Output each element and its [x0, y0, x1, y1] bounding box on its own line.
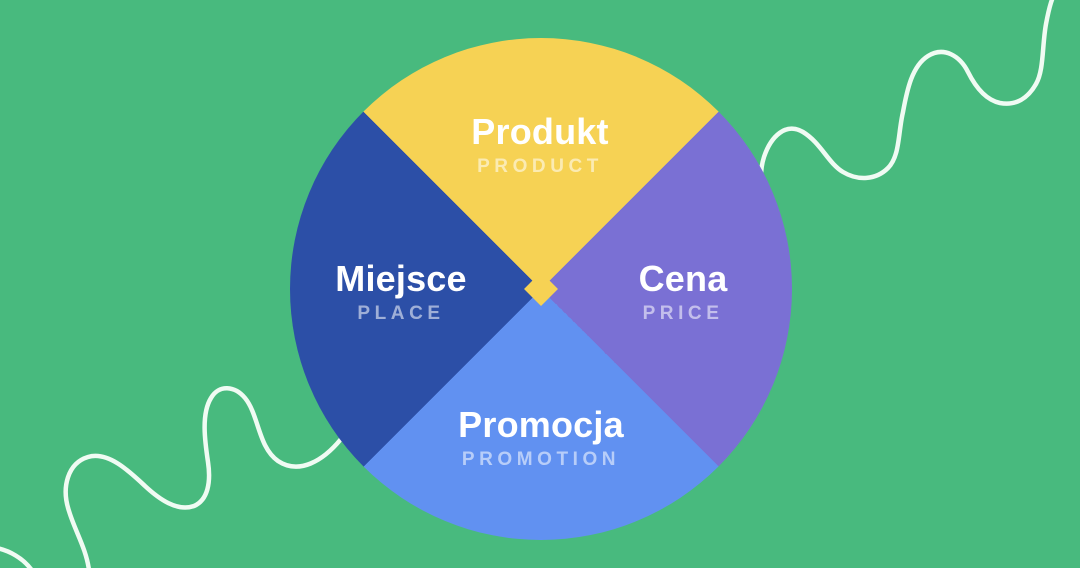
quadrant-place: Miejsce PLACE — [335, 258, 467, 324]
quadrant-place-label: Miejsce — [335, 258, 467, 299]
squiggle-corner-icon — [0, 546, 33, 568]
quadrant-place-sublabel: PLACE — [357, 303, 445, 324]
quadrant-product-label: Produkt — [471, 111, 609, 152]
squiggle-bottom-left-icon — [63, 386, 344, 568]
quadrant-price: Cena PRICE — [638, 258, 728, 324]
quadrant-promotion: Promocja PROMOTION — [458, 404, 624, 470]
quadrant-price-sublabel: PRICE — [642, 303, 724, 324]
quadrant-price-label: Cena — [638, 258, 728, 299]
quadrant-promotion-sublabel: PROMOTION — [461, 449, 621, 470]
quadrant-product-sublabel: PRODUCT — [477, 156, 603, 177]
squiggle-top-right-icon — [758, 0, 1055, 237]
quadrant-circle: Produkt PRODUCT Cena PRICE Promocja PROM… — [290, 38, 792, 540]
center-diamond — [524, 272, 558, 306]
quadrant-product: Produkt PRODUCT — [471, 111, 609, 177]
quadrant-promotion-label: Promocja — [458, 404, 624, 445]
